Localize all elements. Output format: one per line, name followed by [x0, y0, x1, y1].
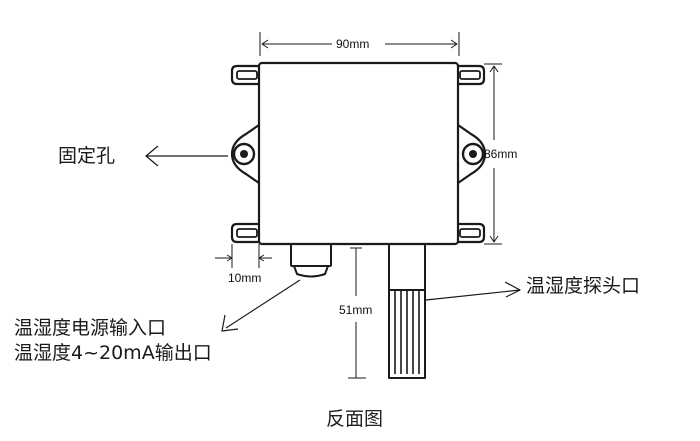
corner-tabs: [230, 64, 486, 244]
power-input-label: 温湿度电源输入口: [14, 317, 167, 339]
probe-length-dimension: [348, 247, 366, 379]
signal-output-label: 温湿度4~20mA输出口: [14, 342, 212, 364]
hole-offset-dimension: [215, 244, 272, 268]
probe-port-arrow: [425, 281, 521, 301]
power-output-arrow: [221, 279, 301, 332]
tab-top-right: [458, 64, 486, 86]
probe-vents: [394, 290, 420, 374]
mounting-hole-label: 固定孔: [58, 145, 116, 167]
height-dimension-line: [484, 63, 502, 245]
mounting-hole-arrow: [145, 145, 228, 167]
width-label: 90mm: [336, 37, 370, 51]
mounting-hole-right: [457, 124, 487, 184]
probe-length-label: 51mm: [339, 303, 373, 317]
mounting-hole-left: [230, 124, 260, 184]
figure-caption: 反面图: [326, 408, 384, 430]
height-label: 86mm: [484, 147, 518, 161]
tab-bottom-right: [458, 222, 486, 244]
width-dimension-line: [259, 32, 460, 56]
hole-offset-label: 10mm: [228, 271, 262, 285]
tab-top-left: [230, 64, 259, 86]
enclosure-body: [257, 61, 460, 246]
probe-port-label: 温湿度探头口: [526, 275, 641, 297]
tab-bottom-left: [230, 222, 259, 244]
cable-gland: [290, 243, 332, 278]
